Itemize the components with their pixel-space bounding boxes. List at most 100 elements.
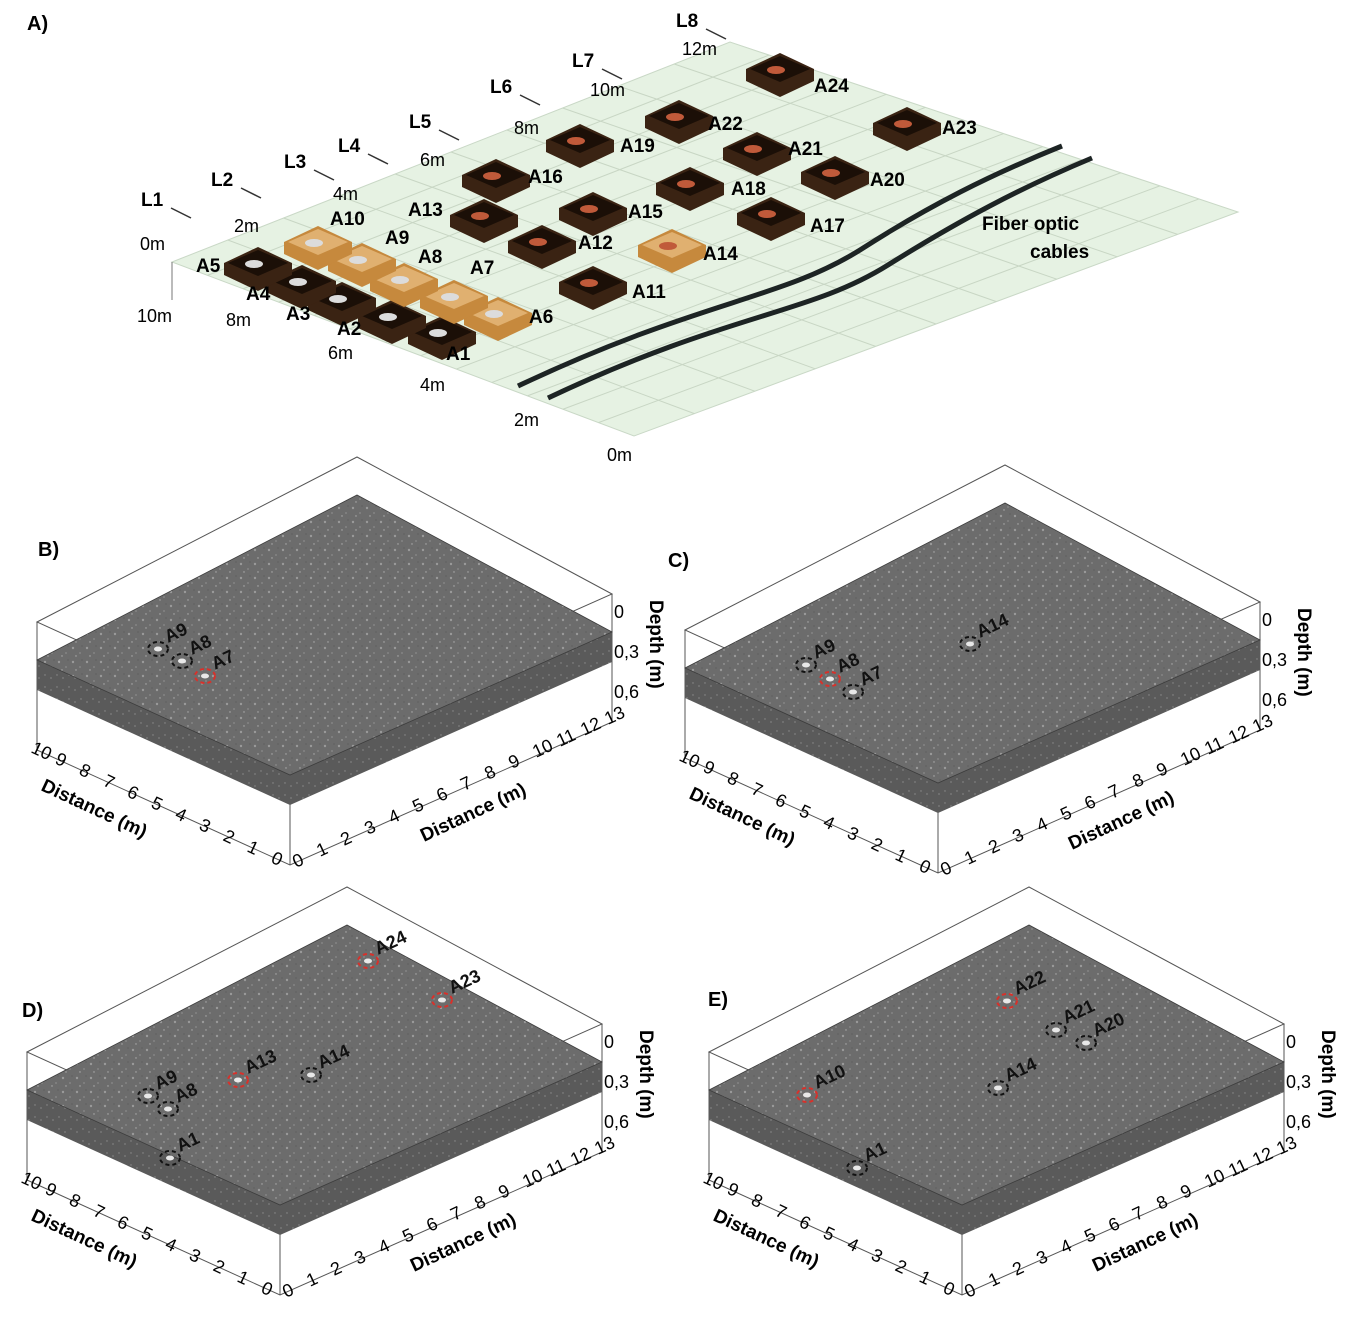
distance-tick: 10 [18, 1167, 45, 1194]
target-marker [227, 1072, 249, 1088]
target-marker [842, 684, 864, 700]
anomaly-pit [737, 197, 805, 241]
depth-tick: 0 [1286, 1032, 1296, 1052]
depth-slice-top [36, 494, 613, 776]
target-marker [431, 992, 453, 1008]
anomaly-label: A23 [942, 118, 977, 139]
depth-tick: 0,6 [604, 1112, 629, 1132]
target-marker [987, 1080, 1009, 1096]
anomaly-pit [284, 226, 352, 270]
target-marker [137, 1088, 159, 1104]
distance-tick: 7 [772, 1200, 790, 1222]
distance-tick: 9 [495, 1180, 513, 1202]
distance-tick: 1 [244, 836, 262, 858]
box-outline [708, 1151, 1285, 1296]
target-marker [959, 636, 981, 652]
target-reflection [166, 1155, 174, 1161]
anomaly-pit [723, 132, 791, 176]
anomaly-pit [546, 124, 614, 168]
anomaly-label: A12 [578, 233, 613, 254]
distance-tick: 3 [868, 1244, 886, 1266]
target-reflection [164, 1106, 172, 1112]
depth-slice-side [685, 668, 938, 813]
distance-tick: 3 [196, 814, 214, 836]
target-marker [1045, 1022, 1067, 1038]
distance-tick: 2m [234, 216, 259, 236]
target-marker [795, 657, 817, 673]
target-reflection [154, 646, 162, 652]
distance-tick: 0 [268, 847, 286, 869]
buried-object [580, 279, 598, 287]
anomaly-pit [638, 229, 706, 273]
target-reflection [364, 958, 372, 964]
distance-tick: 10 [1201, 1165, 1228, 1192]
distance-tick: 3 [844, 822, 862, 844]
anomaly-label: A15 [628, 202, 663, 223]
survey-line-label: L4 [338, 136, 361, 157]
distance-tick: 1 [961, 846, 979, 868]
distance-tick: 10 [1177, 743, 1204, 770]
anomaly-label: A17 [810, 216, 845, 237]
target-reflection [438, 997, 446, 1003]
distance-tick: 4m [420, 375, 445, 395]
box-outline [684, 729, 1261, 874]
grid-line [395, 173, 876, 347]
target-reflection [849, 689, 857, 695]
target-marker [996, 993, 1018, 1009]
anomaly-pit [559, 192, 627, 236]
distance-tick: 3 [1009, 824, 1027, 846]
distance-tick: 3 [186, 1244, 204, 1266]
panel-letter: E) [708, 989, 728, 1011]
distance-tick: 0 [258, 1277, 276, 1299]
distance-tick: 8m [226, 310, 251, 330]
buried-object [822, 169, 840, 177]
depth-slice-side [37, 660, 290, 805]
grid-line [674, 63, 1178, 235]
anomaly-label: A9 [385, 228, 409, 249]
anomaly-label: A4 [246, 284, 271, 305]
panel-letter: C) [668, 550, 689, 572]
target-marker [357, 953, 379, 969]
distance-tick: 0 [279, 1279, 297, 1301]
anomaly-label: A18 [731, 179, 766, 200]
fiber-cable-1 [516, 143, 1063, 389]
distance-tick: 8 [471, 1191, 489, 1213]
target-marker [300, 1067, 322, 1083]
buried-object [758, 210, 776, 218]
anomaly-pit [450, 199, 518, 243]
distance-tick: 10 [529, 735, 556, 762]
distance-tick: 3 [351, 1246, 369, 1268]
distance-tick: 7 [100, 770, 118, 792]
target-reflection [1003, 998, 1011, 1004]
target-marker [819, 671, 841, 687]
buried-object [567, 137, 585, 145]
distance-tick: 7 [1105, 780, 1123, 802]
distance-tick: 0 [940, 1277, 958, 1299]
distance-tick: 4m [333, 184, 358, 204]
buried-object [677, 180, 695, 188]
depth-tick: 0 [604, 1032, 614, 1052]
box-outline [36, 721, 613, 866]
anomaly-label: A24 [814, 76, 849, 97]
anomaly-label: A2 [337, 319, 361, 340]
distance-tick: 6 [114, 1211, 132, 1233]
distance-tick: 0 [937, 857, 955, 879]
distance-tick: 0 [916, 855, 934, 877]
depth-slice-side [290, 632, 612, 805]
distance-tick: 10m [137, 306, 172, 326]
depth-axis-label: Depth (m) [635, 1030, 656, 1119]
target-reflection [178, 658, 186, 664]
depth-tick: 0 [614, 602, 624, 622]
survey-line-label: L1 [141, 190, 164, 211]
distance-tick: 6 [796, 1211, 814, 1233]
anomaly-pit [645, 100, 713, 144]
distance-tick: 8 [76, 759, 94, 781]
distance-tick: 2 [220, 825, 238, 847]
target-reflection [853, 1165, 861, 1171]
buried-object [580, 205, 598, 213]
